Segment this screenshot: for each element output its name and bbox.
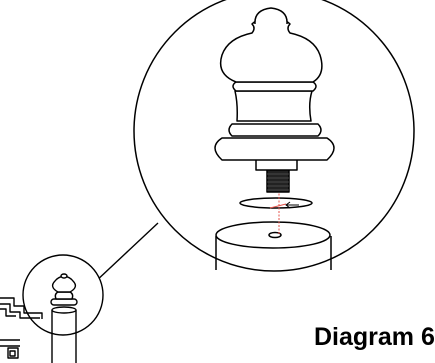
callout-connector-line bbox=[93, 222, 159, 284]
overview-group bbox=[0, 222, 159, 363]
overview-post bbox=[51, 310, 77, 363]
diagram-6-illustration bbox=[0, 0, 415, 363]
finial bbox=[214, 7, 335, 171]
detail-group bbox=[133, 0, 415, 272]
overview-railing-fragments bbox=[0, 297, 43, 359]
alignment-marker bbox=[269, 190, 287, 235]
alignment-arrows bbox=[285, 201, 299, 209]
post-cylinder bbox=[215, 221, 332, 270]
overview-post-cap bbox=[51, 306, 77, 314]
diagram-caption: Diagram 6 bbox=[314, 323, 435, 351]
post-bore-hole bbox=[268, 231, 282, 239]
overview-finial bbox=[50, 273, 78, 306]
